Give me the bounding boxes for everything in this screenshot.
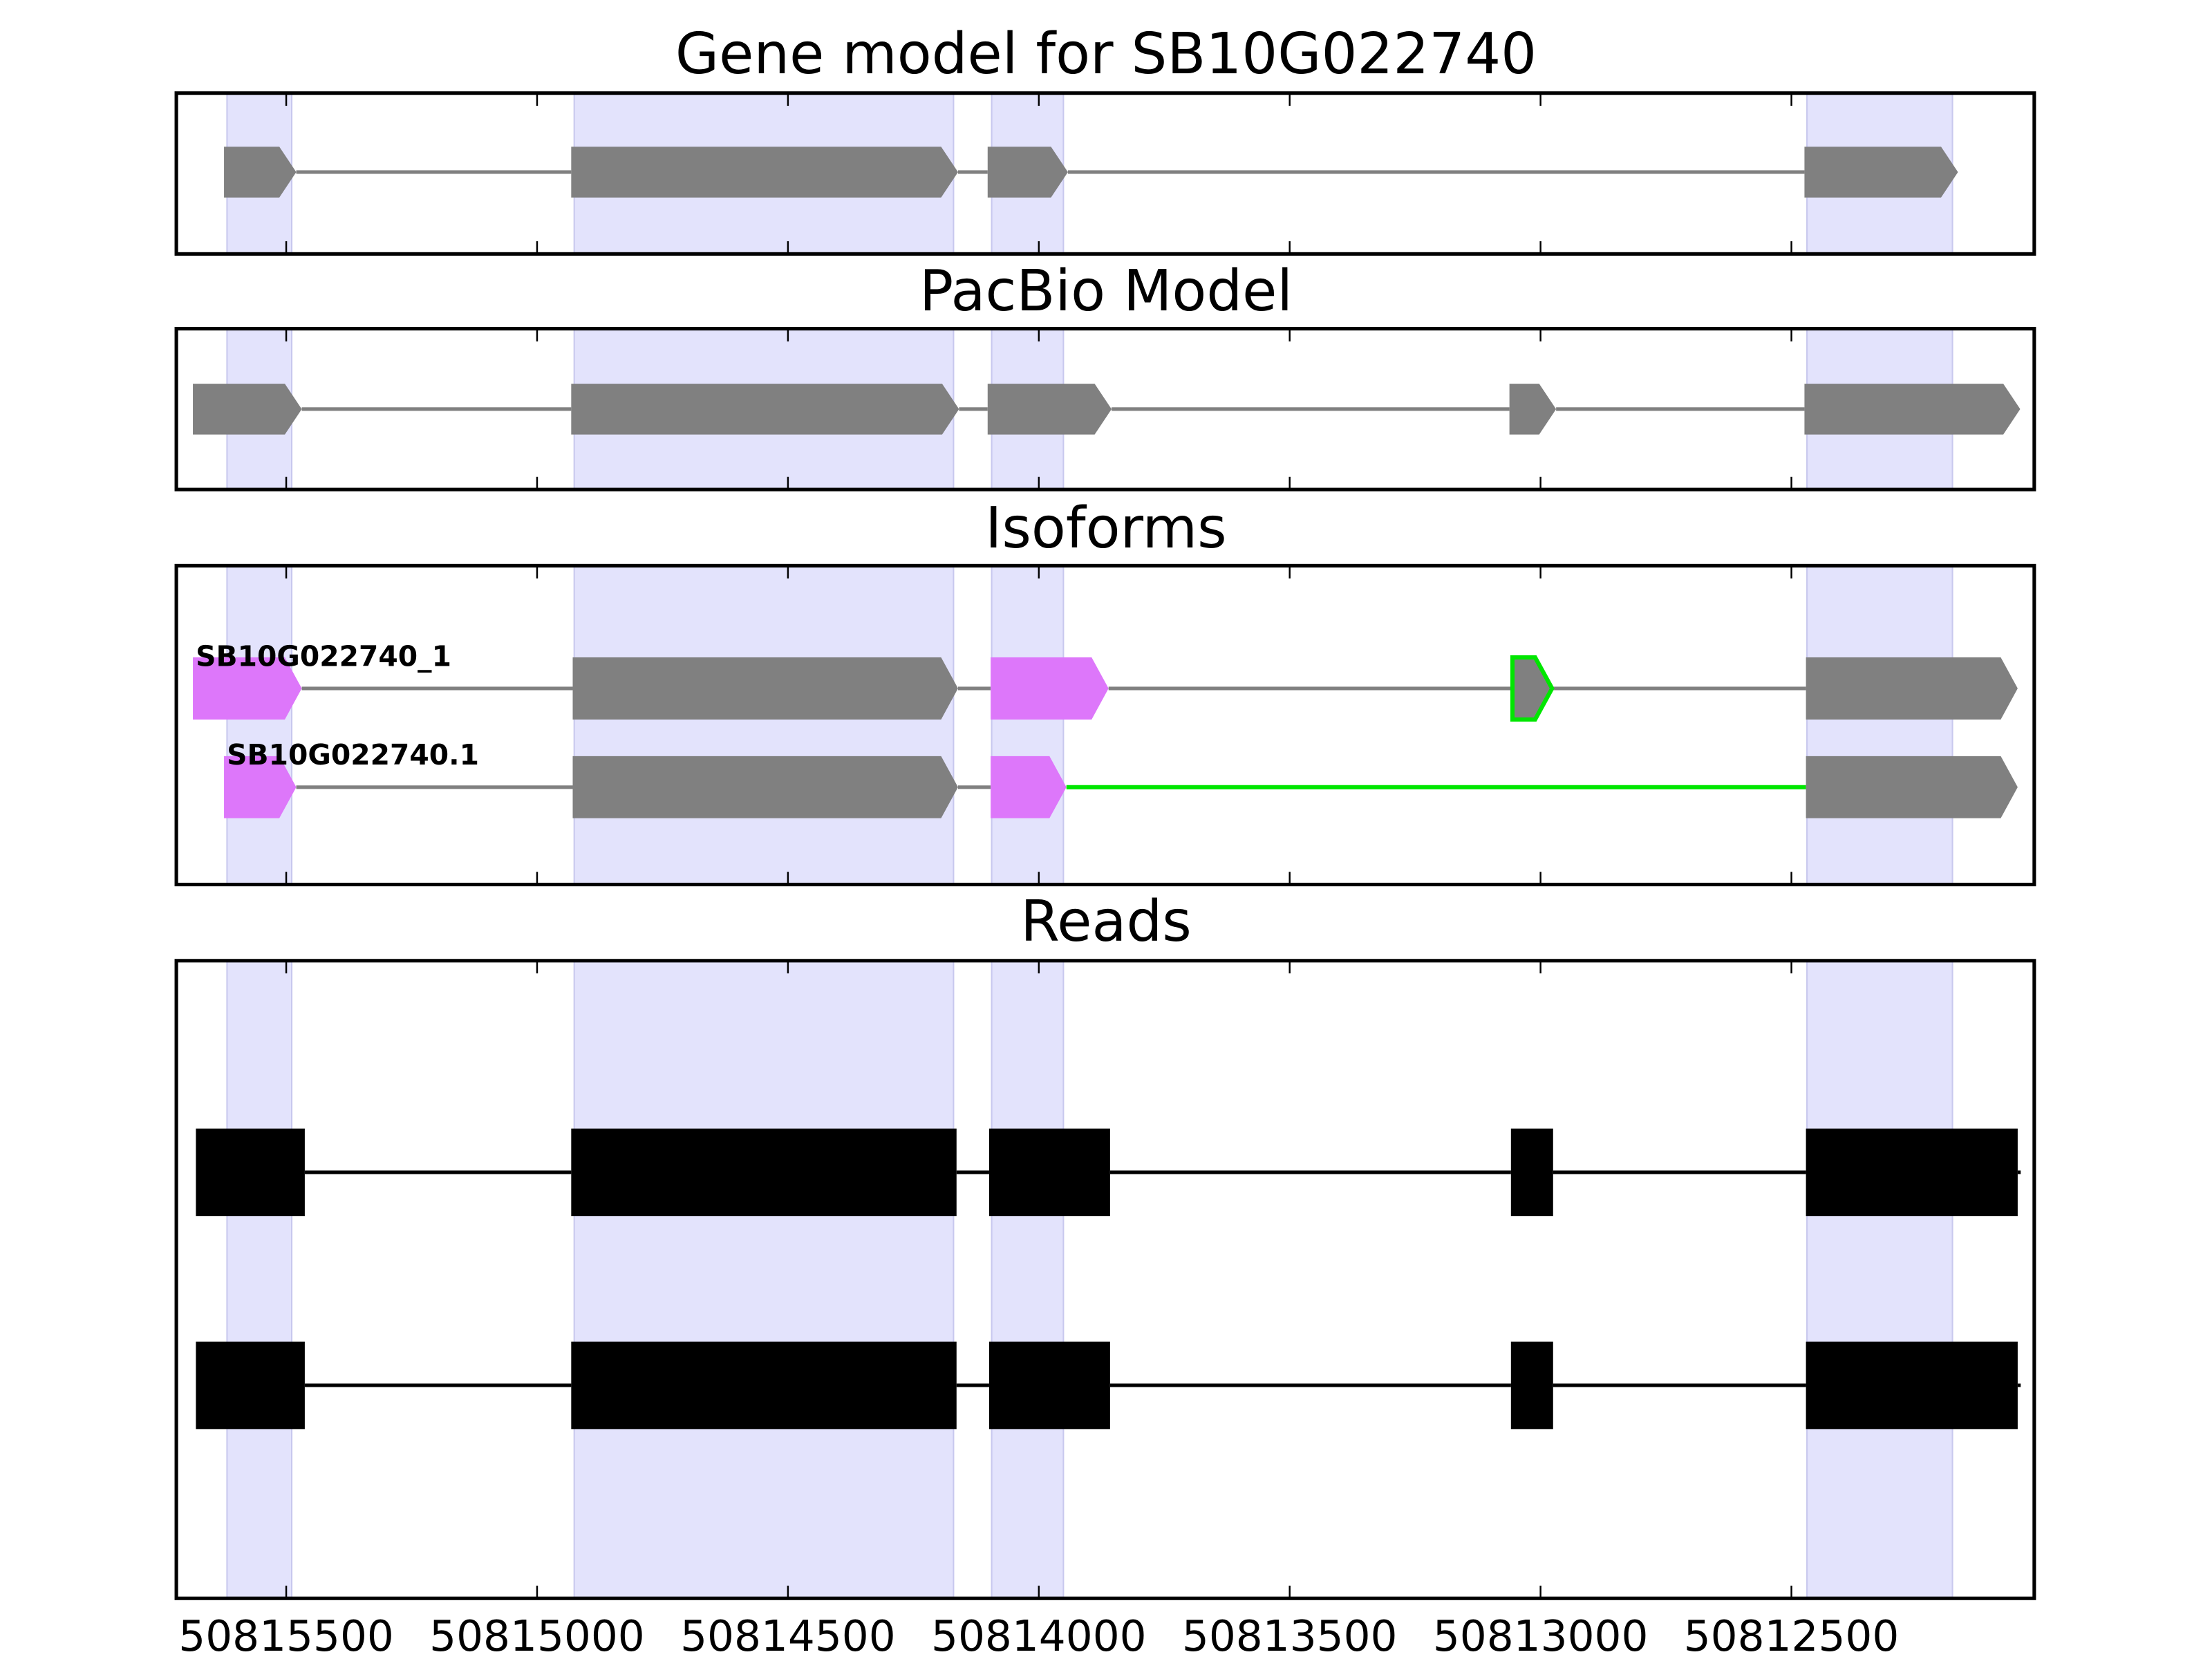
panel-frame [174, 959, 2036, 1600]
panel-frame [174, 326, 2036, 491]
panel-gene-0: Gene model for SB10G022740 [174, 21, 2036, 256]
exon-highlight-band [991, 565, 1065, 885]
read-block [988, 1128, 1110, 1217]
x-tick-label: 50813000 [1433, 1612, 1649, 1659]
x-tick-label: 50813500 [1182, 1612, 1398, 1659]
exon-arrow [1804, 147, 1958, 198]
read-block [1510, 1341, 1553, 1430]
panel-title: Gene model for SB10G022740 [675, 21, 1537, 87]
exon-arrow [1804, 384, 2021, 435]
read-block [1806, 1128, 2018, 1217]
track: SB10G022740_1 [193, 639, 2018, 722]
read-block [1806, 1341, 2018, 1430]
read-block [196, 1341, 305, 1430]
exon-arrow [572, 756, 958, 818]
exon-arrow [571, 384, 959, 435]
exon-highlight-band [573, 565, 955, 885]
exon-arrow [572, 657, 958, 720]
exon-highlight-band [1806, 959, 1953, 1600]
read-block [571, 1128, 957, 1217]
isoform-label: SB10G022740_1 [196, 639, 451, 673]
exon-highlight-band [226, 565, 293, 885]
panel-frame [174, 91, 2036, 256]
x-tick-label: 50812500 [1684, 1612, 1900, 1659]
read-block [571, 1341, 957, 1430]
track [224, 147, 1958, 198]
exon-arrow [193, 384, 302, 435]
exon-arrow [224, 147, 297, 198]
panel-read-3: Reads [174, 889, 2036, 1600]
exon-highlight-band [573, 959, 955, 1600]
x-tick-label: 50814000 [931, 1612, 1147, 1659]
panel-frame [174, 563, 2036, 887]
panel-title: PacBio Model [919, 259, 1293, 324]
x-tick-label: 50815000 [429, 1612, 645, 1659]
exon-arrow [987, 147, 1068, 198]
isoform-exon-arrow [193, 657, 302, 720]
panel-title: Reads [1020, 889, 1192, 955]
track: SB10G022740.1 [224, 738, 2018, 818]
exon-highlight-band [226, 959, 293, 1600]
exon-arrow [1806, 657, 2018, 720]
isoform-exon-arrow [224, 756, 297, 818]
panel-title: Isoforms [985, 496, 1226, 561]
isoform-exon-arrow [991, 756, 1067, 818]
read-block [1510, 1128, 1553, 1217]
novel-exon-arrow [1510, 655, 1555, 722]
track [193, 384, 2021, 435]
x-tick-label: 50815500 [178, 1612, 394, 1659]
track [196, 1341, 2021, 1430]
isoform-exon-arrow [991, 657, 1109, 720]
track [196, 1128, 2021, 1217]
exon-arrow [987, 384, 1112, 435]
exon-arrow [1806, 756, 2018, 818]
x-tick-label: 50814500 [680, 1612, 896, 1659]
exon-arrow [1509, 384, 1557, 435]
read-block [196, 1128, 305, 1217]
exon-highlight-band [991, 959, 1065, 1600]
exon-arrow [571, 147, 958, 198]
isoform-label: SB10G022740.1 [227, 738, 479, 771]
exon-highlight-band [1806, 565, 1953, 885]
read-block [988, 1341, 1110, 1430]
panel-gene-1: PacBio Model [174, 259, 2036, 491]
